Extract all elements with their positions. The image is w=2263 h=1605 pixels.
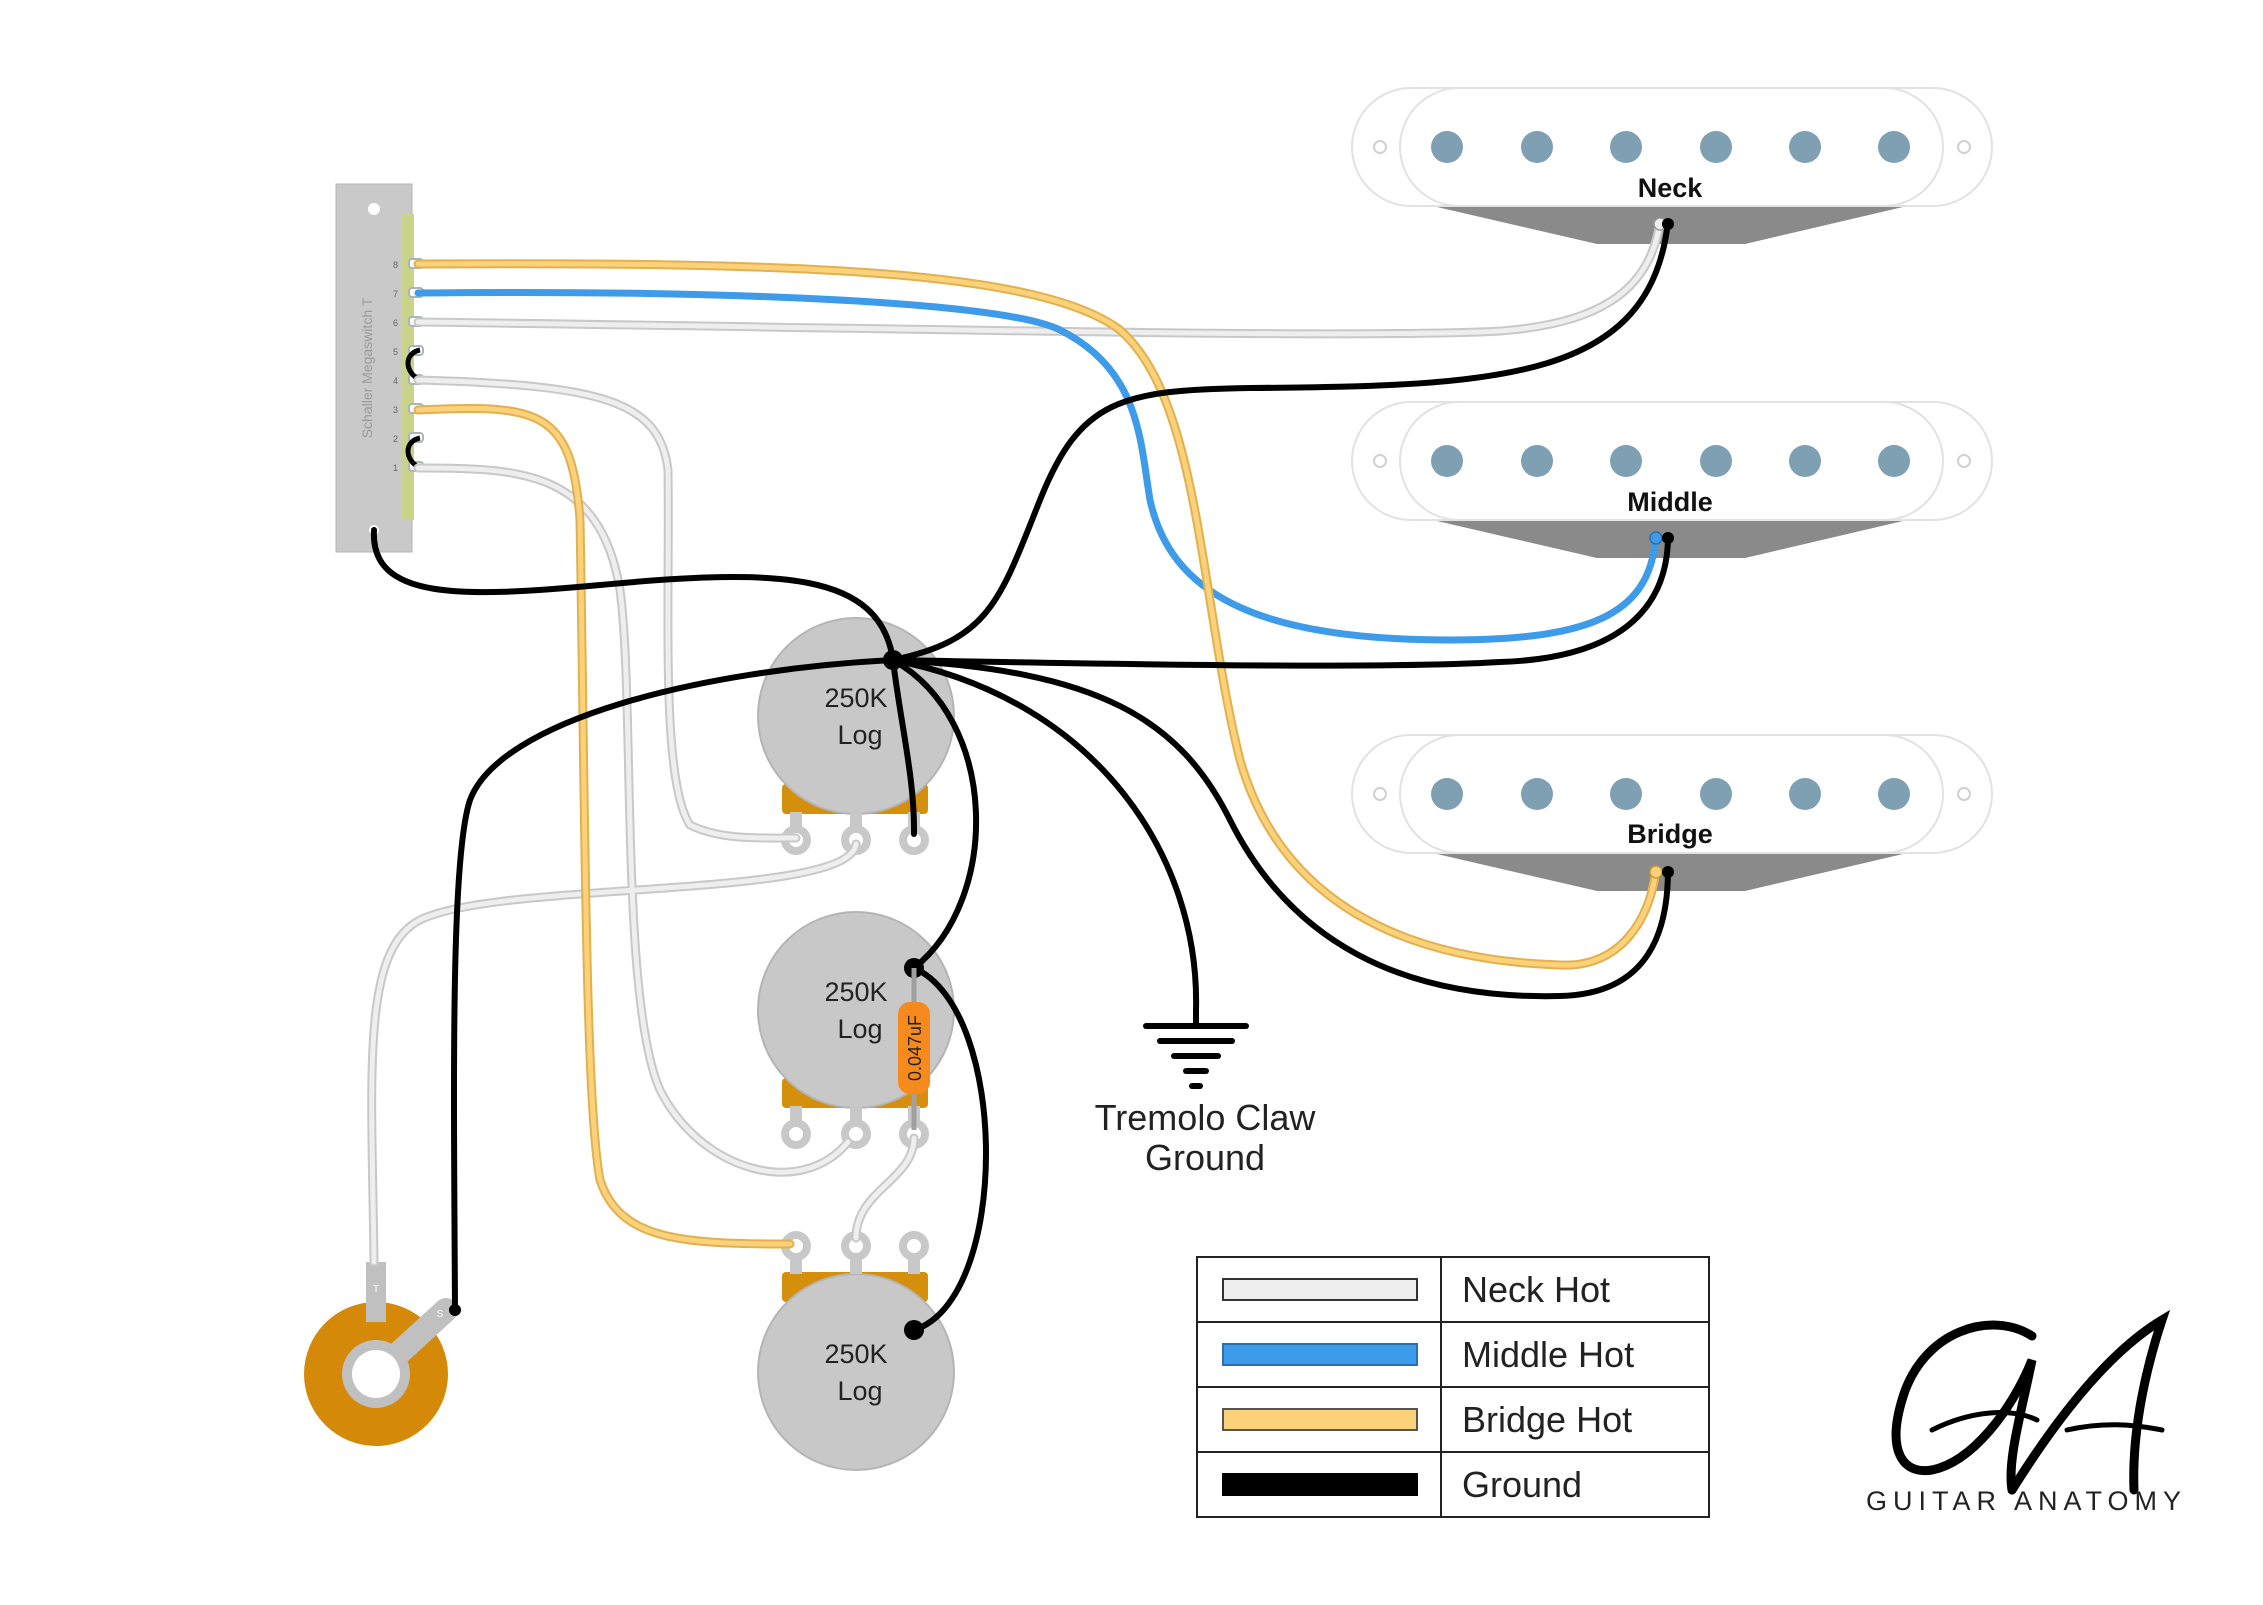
pickup-label: Bridge [1627,819,1713,849]
wires-ground [370,219,1671,1333]
pickup-bridge: Bridge [1351,734,1993,891]
legend-row-neck-hot: Neck Hot [1196,1256,1710,1323]
pickup-middle: Middle [1351,401,1993,558]
legend-label: Middle Hot [1440,1321,1710,1388]
brand-monogram: GA [1862,1290,1864,1291]
switch-terminal-number: 6 [393,318,398,328]
legend-row-ground: Ground [1196,1451,1710,1518]
jack-tip-label: T [373,1284,379,1295]
pot-taper: Log [837,1014,882,1044]
brand-name: GUITAR ANATOMY [1866,1486,2188,1516]
switch-terminal-number: 3 [393,405,398,415]
tone-pot-2: 250K Log [757,1231,955,1471]
tremolo-line-1: Tremolo Claw [1094,1097,1316,1138]
legend-swatch-bridge [1222,1408,1418,1431]
switch-terminal-number: 1 [393,463,398,473]
pot-value: 250K [824,977,887,1007]
pickup-label: Neck [1638,173,1704,203]
legend-swatch-neck [1222,1278,1418,1301]
switch-terminal-number: 8 [393,260,398,270]
output-jack: T S [304,1262,458,1446]
pot-value: 250K [824,1339,887,1369]
capacitor-label: 0.047uF [905,1015,925,1081]
pot-value: 250K [824,683,887,713]
legend-swatch-ground [1222,1473,1418,1496]
legend-row-middle-hot: Middle Hot [1196,1321,1710,1388]
legend-row-bridge-hot: Bridge Hot [1196,1386,1710,1453]
pot-taper: Log [837,1376,882,1406]
pickup-neck: Neck [1351,87,1993,244]
megaswitch: Schaller Megaswitch T 8 7 6 5 4 3 2 1 [335,183,424,553]
tone-pot-1: 250K Log [757,911,955,1149]
wires-bridge-hot [413,259,1661,1249]
legend-label: Ground [1440,1451,1710,1518]
legend-swatch-middle [1222,1343,1418,1366]
wires-neck-hot [367,217,1665,1267]
pickup-leads [1649,217,1674,879]
legend-label: Bridge Hot [1440,1386,1710,1453]
switch-terminal-number: 4 [393,376,398,386]
pickup-label: Middle [1627,487,1713,517]
ground-symbol [1143,1007,1249,1089]
capacitor: 0.047uF [898,968,930,1130]
switch-terminal-number: 2 [393,434,398,444]
pot-taper: Log [837,720,882,750]
brand-logo: GA [1862,1290,2171,1495]
jack-sleeve-label: S [437,1309,444,1320]
switch-terminal-number: 7 [393,289,398,299]
switch-terminal-number: 5 [393,347,398,357]
tremolo-line-2: Ground [1144,1137,1266,1178]
tremolo-claw-label: Tremolo Claw Ground [1060,1098,1350,1178]
wire-legend: Neck Hot Middle Hot Bridge Hot Ground [1196,1256,1710,1518]
legend-label: Neck Hot [1440,1256,1710,1323]
switch-label: Schaller Megaswitch T [359,297,375,438]
wires-middle-hot [414,288,1660,644]
